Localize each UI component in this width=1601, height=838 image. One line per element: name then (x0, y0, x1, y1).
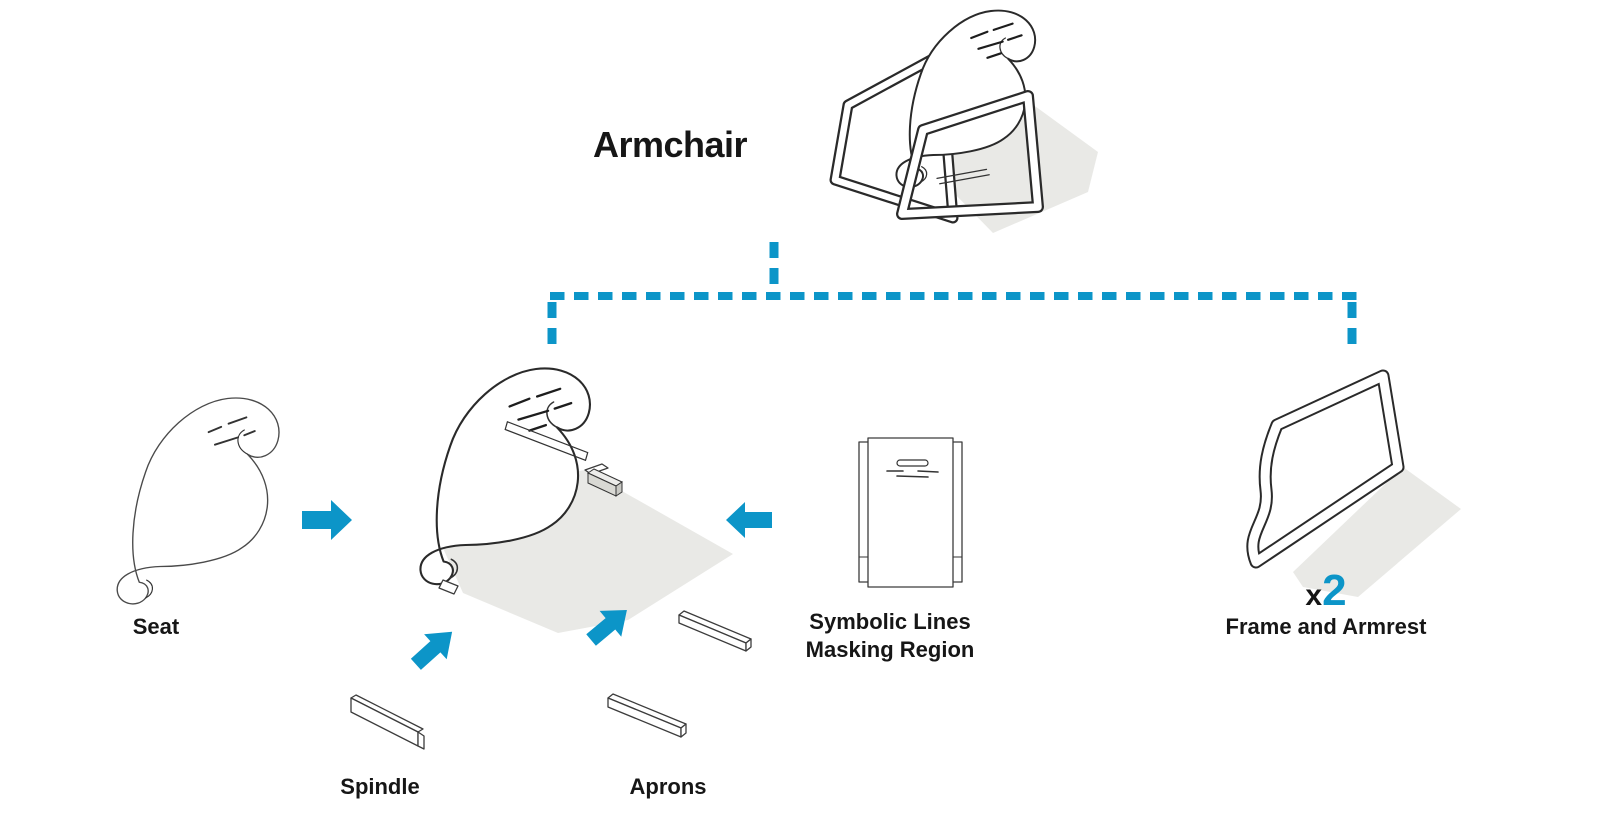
assembly-apron-joint (584, 463, 624, 497)
assembly-symbolic-lines (508, 387, 573, 432)
apron-illustration-1 (607, 693, 687, 738)
assembly-masking-strip-outline (504, 420, 589, 462)
masking-region-illustration (858, 437, 963, 588)
seat-illustration (116, 397, 280, 605)
frame-armrest-illustration (1246, 369, 1461, 597)
armchair-right-frame-loop (896, 90, 1044, 220)
frame-armrest-shadow (1293, 467, 1461, 597)
masking-region-symbolic-lines (886, 459, 939, 478)
seat-label: Seat (132, 614, 180, 639)
masking-region-label: Symbolic Lines Masking Region (790, 608, 990, 664)
armchair-left-frame-loop (829, 49, 959, 224)
quantity-prefix: x (1305, 579, 1323, 612)
spindle-label: Spindle (340, 774, 420, 799)
armchair-symbolic-lines (970, 22, 1023, 59)
masking-region-label-line1: Symbolic Lines (809, 609, 971, 634)
assembly-spindle-tab (438, 579, 459, 595)
seat-assembly-illustration (419, 367, 733, 633)
armchair-title-label: Armchair (592, 124, 748, 165)
arrow-right-icon (302, 500, 352, 540)
armchair-illustration (829, 9, 1098, 233)
quantity-value: 2 (1322, 566, 1347, 615)
frame-armrest-label: Frame and Armrest (1225, 614, 1427, 639)
aprons-label: Aprons (629, 774, 707, 799)
arrow-left-icon (726, 502, 772, 538)
arrow-up-right-icon-2 (586, 609, 627, 646)
masking-region-label-line2: Masking Region (805, 637, 975, 662)
spindle-illustration (350, 694, 425, 750)
apron-illustration-2 (678, 610, 752, 652)
frame-armrest-loop (1246, 369, 1405, 569)
quantity-badge: x2 (1226, 566, 1426, 616)
seat-symbolic-lines (207, 416, 256, 446)
armchair-seat-scroll (895, 9, 1037, 189)
arrow-up-right-icon-1 (410, 631, 453, 670)
